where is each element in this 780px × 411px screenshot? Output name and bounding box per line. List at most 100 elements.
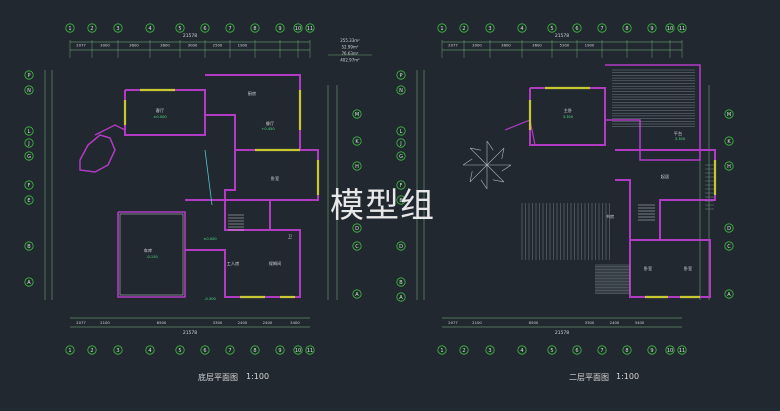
- right-plan-scale: 1:100: [616, 372, 640, 381]
- left-bottom-total: 21578: [183, 330, 197, 336]
- left-row-axis-F-label: F: [28, 183, 31, 189]
- left-room-label-3: 厨房: [248, 90, 256, 97]
- left-row-axis-G-label: G: [27, 154, 31, 160]
- area-table-3: 402.97m²: [340, 58, 360, 63]
- right-row-axis-N-label: N: [399, 88, 403, 94]
- right-room-label-2: 起居: [661, 174, 669, 180]
- left-col-axis-top-5-label: 5: [178, 26, 181, 32]
- right-col-axis-bot-4: [517, 345, 527, 355]
- left-col-axis-bot-2: [87, 345, 97, 355]
- right-col-axis-bot-8: [622, 345, 632, 355]
- right-row-axis-G: [396, 151, 406, 161]
- left-col-axis-top-7-label: 7: [228, 26, 231, 32]
- right-room-label-5: 平台: [674, 130, 682, 137]
- right-col-axis-top-4: [517, 23, 527, 33]
- left-curtain-wall: [204, 149, 213, 206]
- right-right-axis-K1-label: K: [727, 139, 731, 145]
- left-row-axis-A-label: A: [27, 280, 31, 286]
- right-col-axis-top-7-label: 7: [600, 26, 603, 32]
- left-col-axis-top-1-label: 1: [68, 26, 71, 32]
- left-top-dim-5: 2500: [213, 43, 223, 48]
- left-col-axis-bot-6: [200, 345, 210, 355]
- right-col-axis-top-8: [622, 23, 632, 33]
- left-right-axis-H2: [352, 161, 362, 171]
- left-row-axis-J: [24, 138, 34, 148]
- left-living-walls: [124, 89, 206, 136]
- left-row-axis-A: [24, 277, 34, 287]
- right-row-axis-G-label: G: [399, 154, 403, 160]
- left-room-label-1: 餐厅: [266, 120, 274, 127]
- right-col-axis-bot-1-label: 1: [440, 348, 443, 354]
- left-right-axis-D3-label: D: [355, 226, 359, 232]
- right-col-axis-top-9-label: 9: [650, 26, 653, 32]
- left-row-axis-E-label: E: [27, 198, 30, 204]
- right-row-axis-N: [396, 85, 406, 95]
- right-col-axis-top-10: [665, 23, 675, 33]
- left-col-axis-top-4-label: 4: [148, 26, 151, 32]
- right-right-axis-C4: [724, 241, 734, 251]
- left-right-axis-C4-label: C: [355, 244, 359, 250]
- left-right-axis-M0-label: M: [355, 112, 359, 118]
- left-col-axis-top-10: [293, 23, 303, 33]
- right-living-walls: [615, 149, 716, 241]
- left-top-dim-0: 2077: [76, 43, 86, 48]
- right-top-dim-2: 3600: [501, 43, 511, 48]
- left-col-axis-bot-3: [113, 345, 123, 355]
- right-right-axis-A5-label: A: [727, 292, 731, 298]
- right-tower-ridge-3: [469, 164, 488, 183]
- right-col-axis-top-4-label: 4: [520, 26, 523, 32]
- right-tower-ridge-7: [486, 147, 505, 166]
- left-elev-3: ±0.000: [203, 237, 217, 241]
- left-plan-scale: 1:100: [246, 372, 270, 381]
- right-col-axis-bot-2-label: 2: [462, 348, 465, 354]
- right-col-axis-top-8-label: 8: [625, 26, 628, 32]
- left-bot-dim-1: 2100: [100, 320, 110, 325]
- right-col-axis-bot-5-label: 5: [550, 348, 553, 354]
- left-row-axis-G: [24, 151, 34, 161]
- left-col-axis-top-9-label: 9: [278, 26, 281, 32]
- right-bed-walls: [629, 239, 711, 298]
- left-overall-dim: 21578: [183, 33, 197, 39]
- left-col-axis-bot-4-label: 4: [148, 348, 151, 354]
- right-bot-dim-3: 3300: [585, 320, 595, 325]
- left-col-axis-top-3-label: 3: [116, 26, 119, 32]
- right-row-axis-E: [396, 195, 406, 205]
- left-col-axis-bot-4: [145, 345, 155, 355]
- right-room-label-0: 主卧: [564, 107, 572, 114]
- left-row-axis-F: [24, 180, 34, 190]
- right-tower-edge-6: [486, 140, 494, 151]
- right-right-axis-A5: [724, 289, 734, 299]
- left-row-axis-P: [24, 70, 34, 80]
- right-col-axis-top-7: [597, 23, 607, 33]
- right-top-dim-1: 3000: [472, 43, 482, 48]
- left-right-axis-A5-label: A: [355, 292, 359, 298]
- left-right-axis-D3: [352, 223, 362, 233]
- right-col-axis-top-2-label: 2: [462, 26, 465, 32]
- right-overall-dim: 21578: [555, 33, 569, 39]
- right-bot-dim-5: 3400: [635, 320, 645, 325]
- right-bottom-total: 21578: [555, 330, 569, 336]
- right-bot-dim-2: 6500: [529, 320, 539, 325]
- left-col-axis-bot-1-label: 1: [68, 348, 71, 354]
- right-row-axis-P: [396, 70, 406, 80]
- right-right-axis-D3: [724, 223, 734, 233]
- left-right-axis-M0: [352, 109, 362, 119]
- right-col-axis-bot-7: [597, 345, 607, 355]
- right-tower-ridge-1: [486, 164, 505, 183]
- right-row-axis-D-label: D: [399, 244, 403, 250]
- left-col-axis-bot-10: [293, 345, 303, 355]
- left-col-axis-bot-9: [275, 345, 285, 355]
- right-right-axis-M0-label: M: [727, 112, 731, 118]
- right-room-label-1: 书房: [606, 213, 614, 220]
- right-tower-edge-5: [469, 147, 481, 151]
- left-garage-walls: [117, 211, 186, 298]
- right-col-axis-top-10-label: 10: [667, 26, 673, 32]
- left-row-axis-B: [24, 241, 34, 251]
- left-garage-inner: [119, 213, 184, 296]
- left-row-axis-L: [24, 126, 34, 136]
- right-right-axis-H2-label: H: [727, 164, 731, 170]
- left-bot-dim-0: 2077: [76, 320, 86, 325]
- right-bot-dim-1: 2100: [472, 320, 482, 325]
- right-row-axis-J-label: J: [399, 141, 401, 147]
- left-col-axis-bot-7-label: 7: [228, 348, 231, 354]
